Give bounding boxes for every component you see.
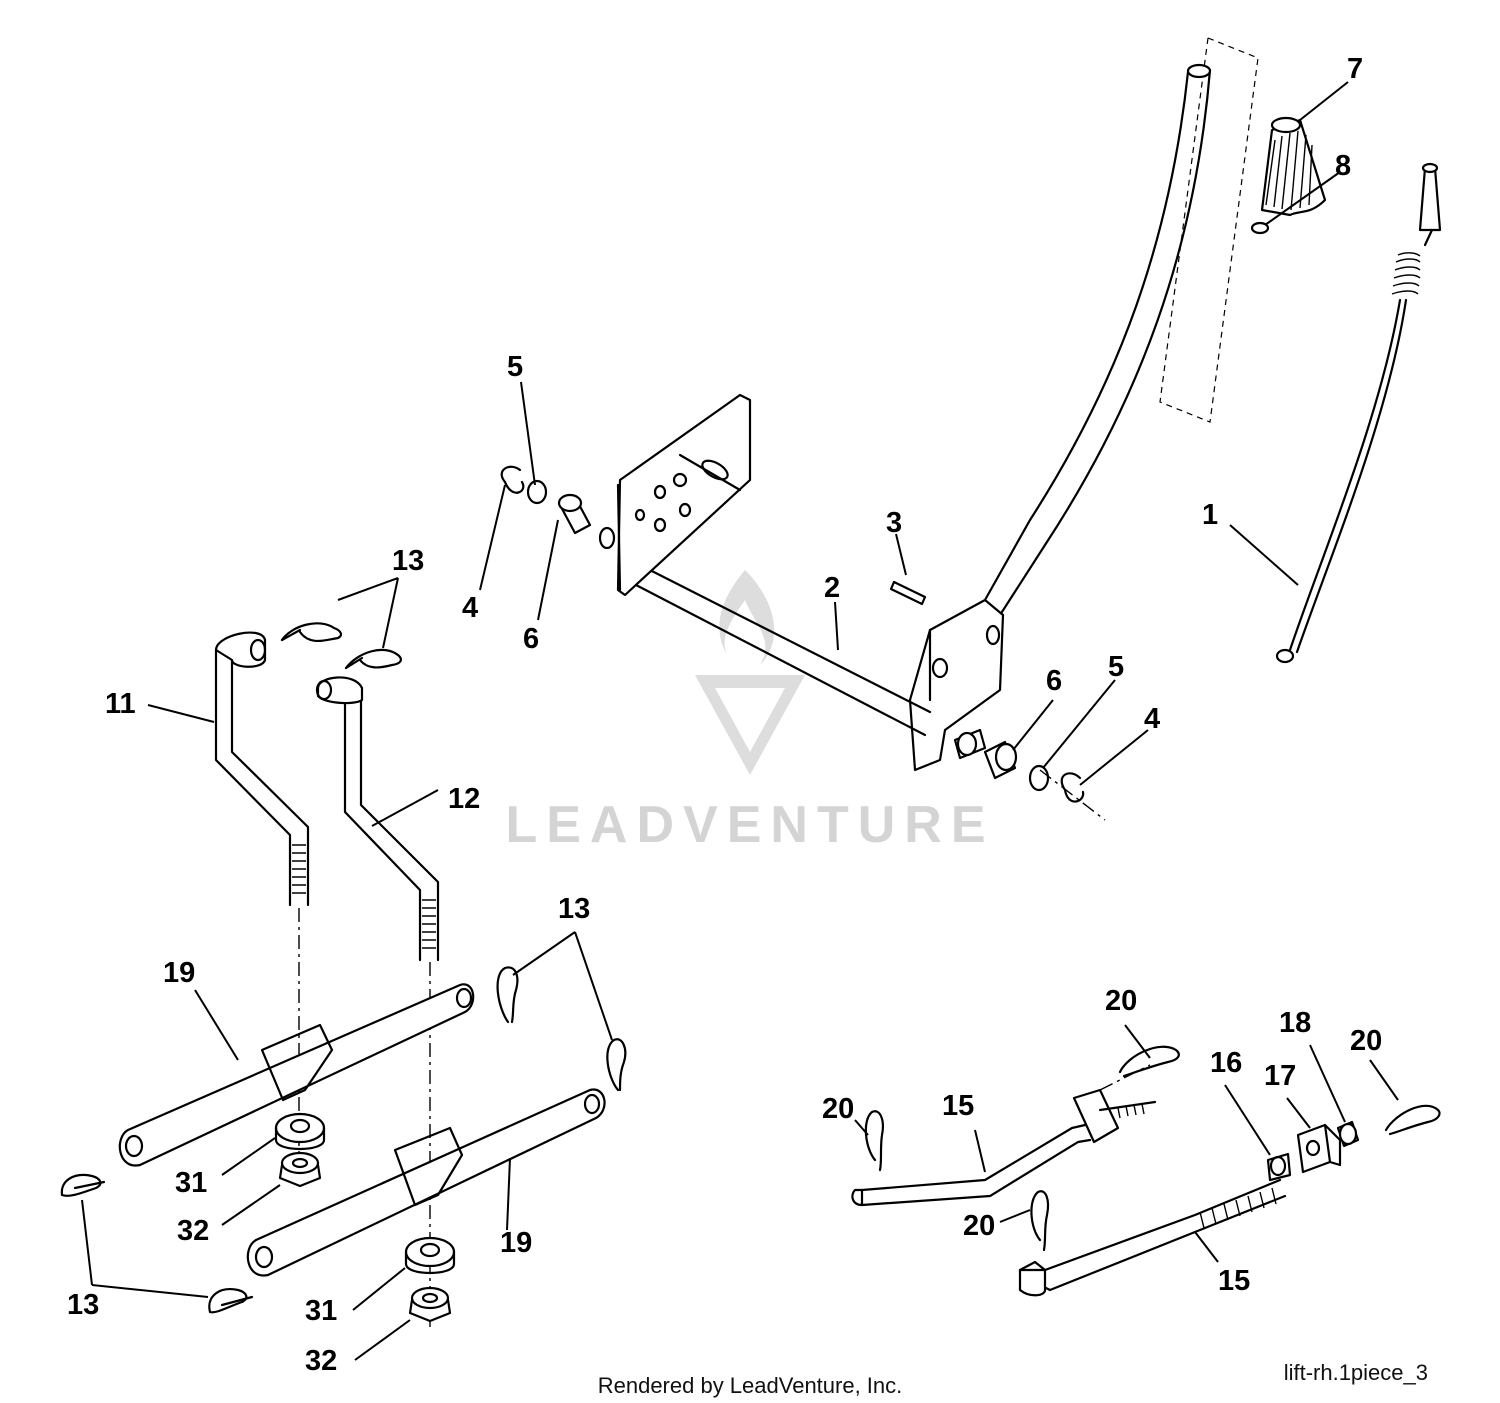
watermark-text: LEADVENTURE	[505, 796, 994, 854]
hand-grip	[1260, 116, 1327, 217]
watermark-flame-icon	[719, 570, 775, 665]
callout-11: 11	[105, 688, 136, 720]
watermark-v-icon	[695, 675, 805, 775]
callout-20-top: 20	[1105, 985, 1137, 1017]
lift-arm-upper	[118, 983, 475, 1167]
callout-1: 1	[1202, 499, 1218, 531]
callout-31-left: 31	[175, 1167, 207, 1199]
spacer-nut-left	[274, 1112, 326, 1188]
lift-lever-assembly	[634, 63, 1212, 772]
callout-15-lower: 15	[1218, 1265, 1250, 1297]
callout-20-lower: 20	[963, 1210, 995, 1242]
callout-20-left: 20	[822, 1093, 854, 1125]
callout-7: 7	[1347, 53, 1363, 85]
leader-lines	[81, 81, 1399, 1361]
callout-16: 16	[1210, 1047, 1242, 1079]
left-shaft-hardware	[500, 465, 592, 535]
footer-credit: Rendered by LeadVenture, Inc.	[598, 1373, 903, 1398]
rod-hardware	[1266, 1120, 1360, 1182]
spacer-nut-right	[404, 1236, 456, 1323]
mounting-plate	[598, 393, 752, 597]
right-shaft-hardware	[956, 731, 1106, 821]
callout-17: 17	[1264, 1060, 1296, 1092]
callout-6-right: 6	[1046, 665, 1062, 697]
callout-20-right: 20	[1350, 1025, 1382, 1057]
callout-3: 3	[886, 507, 902, 539]
callout-4-right: 4	[1144, 703, 1160, 735]
callout-18: 18	[1279, 1007, 1311, 1039]
lift-arm-lower	[246, 1088, 606, 1277]
callout-2: 2	[824, 572, 840, 604]
callout-19-upper: 19	[163, 957, 195, 989]
callout-4-left: 4	[462, 592, 478, 624]
callout-12: 12	[448, 783, 480, 815]
grip-outline	[1159, 37, 1259, 423]
lift-link-11	[214, 631, 310, 907]
callout-5-left: 5	[507, 351, 523, 383]
callout-32-right: 32	[305, 1345, 337, 1377]
hairpin-clips-20	[864, 1045, 1441, 1252]
lift-link-12	[315, 676, 440, 962]
callout-13-mid: 13	[558, 893, 590, 925]
roll-pin	[889, 580, 927, 606]
callout-8: 8	[1335, 150, 1351, 182]
hairpin-clips-lower	[60, 966, 627, 1314]
grip-nut	[1250, 221, 1270, 235]
callout-19-lower: 19	[500, 1227, 532, 1259]
footer-drawing-id: lift-rh.1piece_3	[1284, 1360, 1428, 1385]
watermark: LEADVENTURE	[505, 570, 994, 854]
callout-13-bottom: 13	[67, 1289, 99, 1321]
callout-15-upper: 15	[942, 1090, 974, 1122]
callout-5-right: 5	[1108, 651, 1124, 683]
hairpin-clips-top	[280, 622, 402, 670]
callout-6-left: 6	[523, 623, 539, 655]
callout-31-right: 31	[305, 1295, 337, 1327]
adjustment-rod-lower	[1018, 1178, 1287, 1297]
callout-32-left: 32	[177, 1215, 209, 1247]
lift-rod-spring	[1275, 162, 1442, 664]
callouts: 7 8 1 3 2 5 4 6 6 5 4 13 11 12 13 19 31 …	[67, 53, 1382, 1377]
adjustment-rod-upper	[851, 1064, 1157, 1207]
callout-13-top: 13	[392, 545, 424, 577]
